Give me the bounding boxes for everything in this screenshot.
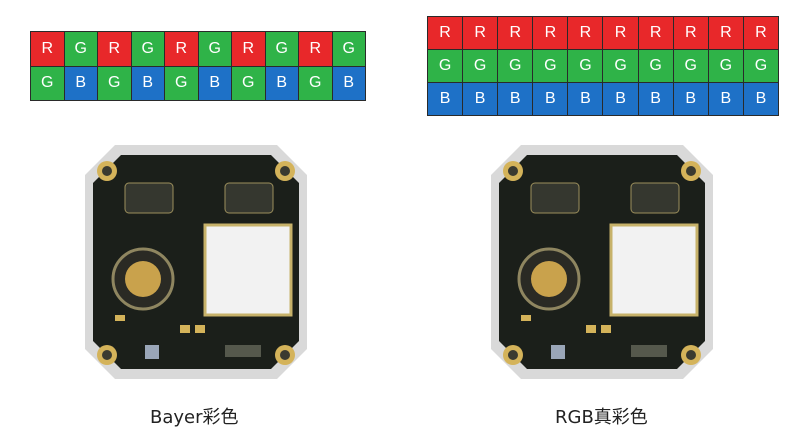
filter-cell-b: B: [198, 66, 231, 100]
filter-cell-r: R: [708, 17, 743, 49]
filter-cell-b: B: [708, 83, 743, 115]
pcb-board-image-bayer: [85, 145, 307, 379]
filter-cell-g: G: [332, 32, 365, 66]
filter-cell-g: G: [603, 50, 638, 82]
filter-cell-b: B: [743, 83, 778, 115]
filter-cell-r: R: [98, 32, 131, 66]
filter-cell-g: G: [533, 50, 568, 82]
filter-cell-r: R: [299, 32, 332, 66]
pcb-board: [491, 145, 713, 379]
filter-cell-r: R: [673, 17, 708, 49]
filter-cell-g: G: [498, 50, 533, 82]
bayer-caption: Bayer彩色: [150, 407, 239, 428]
filter-cell-g: G: [64, 32, 97, 66]
filter-cell-r: R: [165, 32, 198, 66]
filter-cell-g: G: [673, 50, 708, 82]
filter-cell-b: B: [428, 83, 463, 115]
filter-cell-g: G: [131, 32, 164, 66]
filter-cell-r: R: [428, 17, 463, 49]
filter-cell-b: B: [64, 66, 97, 100]
filter-cell-r: R: [568, 17, 603, 49]
filter-cell-b: B: [673, 83, 708, 115]
filter-cell-b: B: [332, 66, 365, 100]
rgb-caption: RGB真彩色: [555, 407, 648, 428]
filter-cell-b: B: [498, 83, 533, 115]
filter-cell-g: G: [299, 66, 332, 100]
filter-cell-b: B: [463, 83, 498, 115]
filter-cell-b: B: [265, 66, 298, 100]
filter-cell-g: G: [98, 66, 131, 100]
filter-cell-r: R: [638, 17, 673, 49]
filter-cell-b: B: [638, 83, 673, 115]
filter-cell-g: G: [568, 50, 603, 82]
filter-cell-r: R: [463, 17, 498, 49]
pcb-board: [85, 145, 307, 379]
filter-cell-g: G: [265, 32, 298, 66]
filter-cell-g: G: [165, 66, 198, 100]
filter-cell-b: B: [533, 83, 568, 115]
filter-cell-g: G: [232, 66, 265, 100]
filter-cell-g: G: [638, 50, 673, 82]
filter-cell-g: G: [463, 50, 498, 82]
filter-cell-g: G: [198, 32, 231, 66]
pcb-board-image-rgb: [491, 145, 713, 379]
filter-cell-g: G: [31, 66, 64, 100]
filter-cell-r: R: [603, 17, 638, 49]
filter-cell-b: B: [568, 83, 603, 115]
filter-cell-r: R: [498, 17, 533, 49]
filter-cell-r: R: [31, 32, 64, 66]
filter-cell-g: G: [743, 50, 778, 82]
filter-cell-g: G: [708, 50, 743, 82]
filter-cell-b: B: [131, 66, 164, 100]
filter-cell-r: R: [232, 32, 265, 66]
filter-cell-g: G: [428, 50, 463, 82]
filter-cell-b: B: [603, 83, 638, 115]
filter-cell-r: R: [743, 17, 778, 49]
filter-cell-r: R: [533, 17, 568, 49]
